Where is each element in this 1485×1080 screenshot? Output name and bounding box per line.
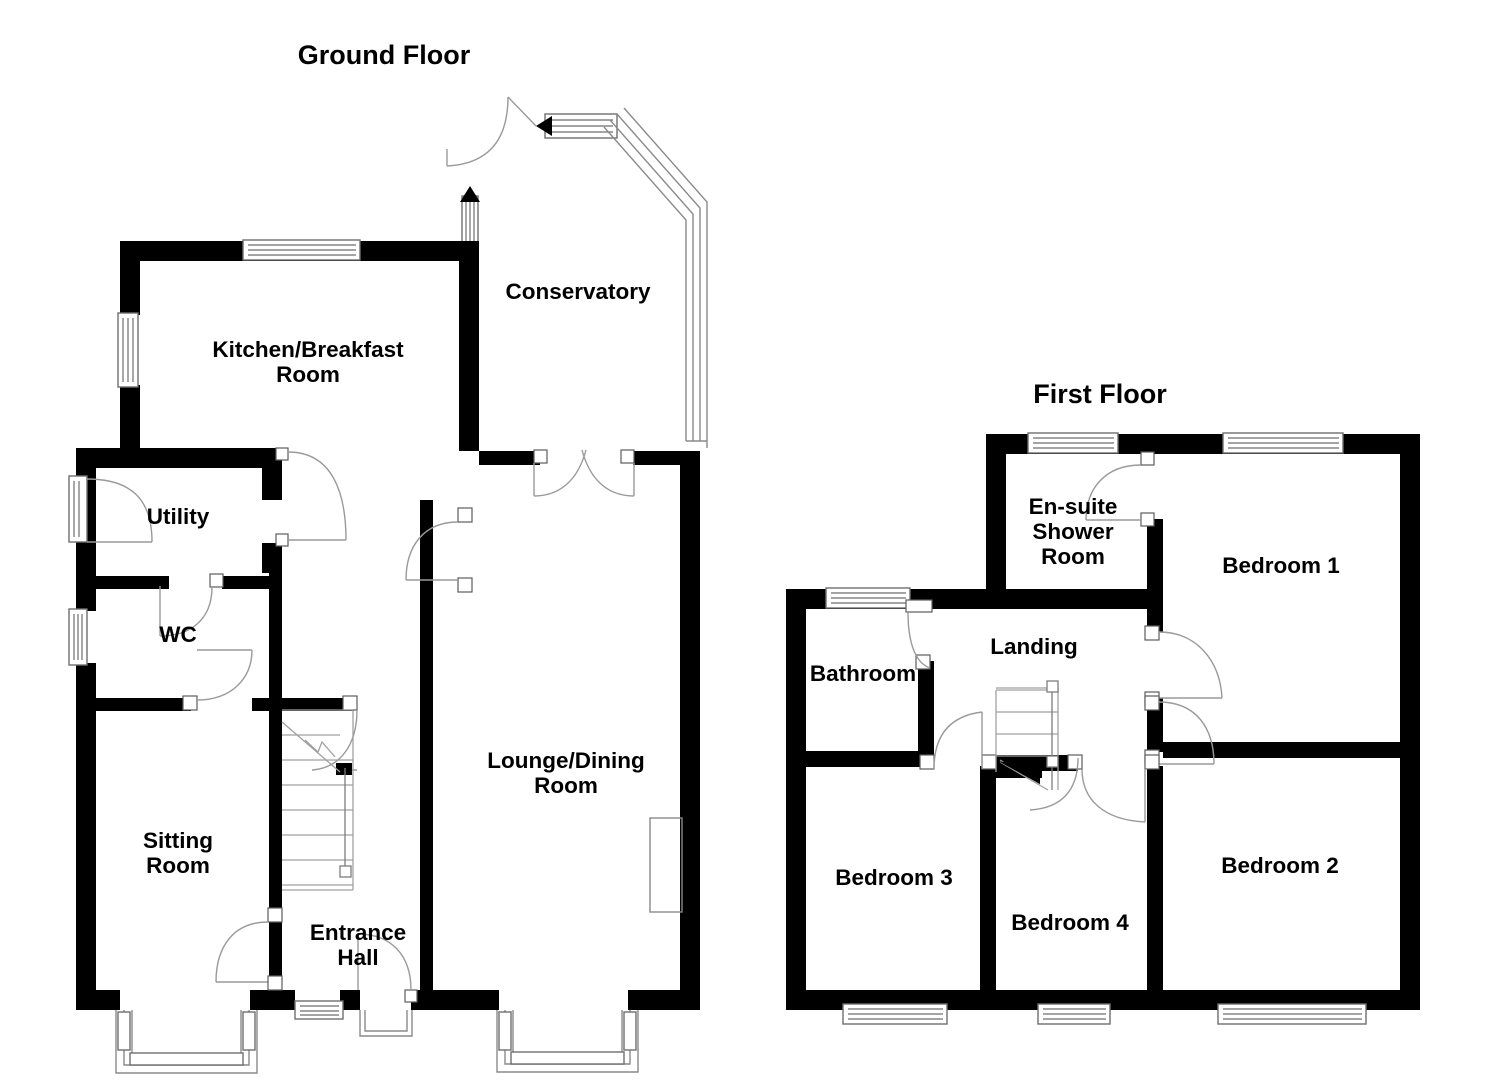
window-ensuite-top — [1027, 432, 1119, 454]
entrance-porch — [359, 1010, 413, 1037]
first-room-labels: En-suite Shower Room Bedroom 1 Landing B… — [810, 494, 1340, 935]
door-bedroom1[interactable] — [1144, 625, 1223, 707]
label-kitchen-breakfast-room-line1: Kitchen/Breakfast — [212, 337, 404, 362]
conservatory-structure — [446, 96, 708, 448]
double-door-conservatory-lounge[interactable] — [533, 449, 635, 497]
label-kitchen-breakfast-room-line2: Room — [276, 362, 340, 387]
door-utility-wc[interactable] — [159, 573, 224, 637]
first-windows — [825, 432, 1367, 1025]
window-bedroom2-bottom — [1217, 1003, 1367, 1025]
ground-room-labels: Kitchen/Breakfast Room Conservatory Util… — [143, 279, 651, 970]
ground-doors — [159, 447, 635, 1003]
label-entrance-hall-line2: Hall — [337, 945, 378, 970]
window-bedroom1-top — [1222, 432, 1344, 454]
label-bedroom-2: Bedroom 2 — [1221, 853, 1339, 878]
first-doors — [905, 451, 1223, 823]
label-bedroom-3: Bedroom 3 — [835, 865, 953, 890]
first-staircase — [995, 680, 1059, 791]
label-lounge-dining-room-line2: Room — [534, 773, 598, 798]
door-wc-hall[interactable] — [182, 649, 253, 711]
window-bedroom3-bottom — [842, 1003, 948, 1025]
door-hall-sitting-room[interactable] — [215, 907, 283, 991]
door-hall-under-stairs[interactable] — [311, 695, 358, 775]
label-landing: Landing — [990, 634, 1077, 659]
label-ensuite-line2: Shower — [1032, 519, 1114, 544]
door-kitchen-lounge[interactable] — [405, 507, 473, 593]
first-floor-plan — [786, 432, 1420, 1025]
label-sitting-room-line2: Room — [146, 853, 210, 878]
label-ensuite-line3: Room — [1041, 544, 1105, 569]
door-landing-stairs[interactable] — [1029, 757, 1079, 811]
fireplace-chimney-breast — [649, 817, 683, 913]
ground-floor-title: Ground Floor — [298, 40, 471, 70]
door-kitchen-utility[interactable] — [275, 447, 347, 547]
first-internal-walls — [786, 519, 1413, 992]
label-entrance-hall-line1: Entrance — [310, 920, 406, 945]
ground-floor-plan — [68, 96, 708, 1074]
ground-internal-walls — [96, 448, 700, 990]
front-door[interactable] — [357, 933, 418, 1003]
window-wc-left — [68, 608, 88, 666]
label-bedroom-1: Bedroom 1 — [1222, 553, 1340, 578]
bay-window-lounge-dining — [496, 1010, 639, 1073]
bay-window-sitting-room — [115, 1010, 258, 1074]
window-entrance-hall — [294, 1000, 344, 1020]
window-bathroom-top — [825, 587, 911, 609]
label-ensuite-line1: En-suite — [1029, 494, 1118, 519]
window-bedroom4-bottom — [1037, 1003, 1111, 1025]
ground-staircase — [281, 709, 354, 891]
ground-windows — [68, 239, 683, 1074]
door-bathroom[interactable] — [905, 599, 933, 670]
label-bedroom-4: Bedroom 4 — [1011, 910, 1129, 935]
label-bathroom: Bathroom — [810, 661, 916, 686]
first-floor-title: First Floor — [1033, 379, 1167, 409]
label-conservatory: Conservatory — [505, 279, 651, 304]
window-kitchen-top — [242, 239, 361, 261]
door-bedroom4[interactable] — [1067, 754, 1160, 823]
window-kitchen-left — [117, 312, 139, 388]
label-lounge-dining-room-line1: Lounge/Dining — [487, 748, 644, 773]
label-wc: WC — [159, 622, 197, 647]
label-utility: Utility — [147, 504, 210, 529]
door-utility-external[interactable] — [68, 475, 153, 543]
door-ensuite[interactable] — [1085, 451, 1155, 527]
label-sitting-room-line1: Sitting — [143, 828, 213, 853]
